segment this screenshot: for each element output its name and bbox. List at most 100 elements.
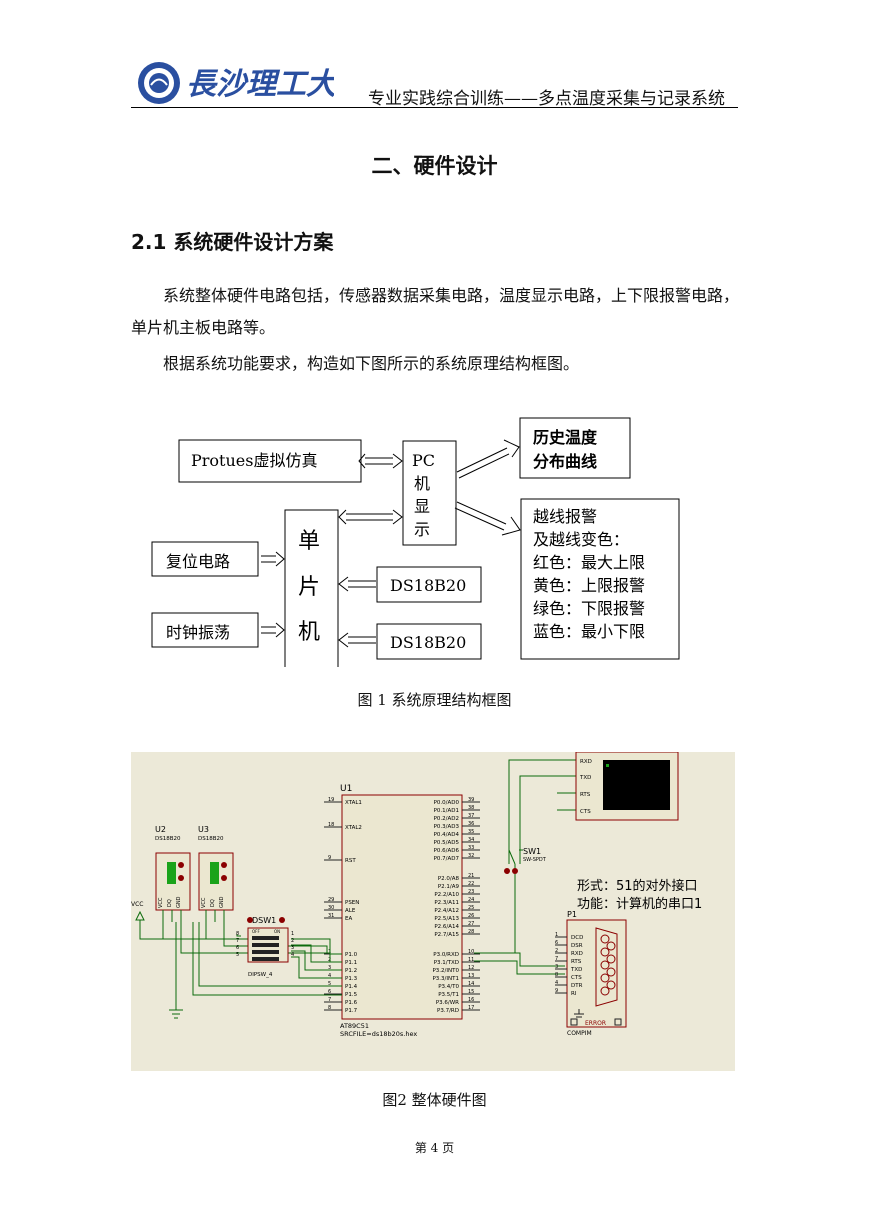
- u1-pin-name: XTAL1: [345, 800, 362, 806]
- u1-pin-name: P2.4/A12: [434, 908, 459, 914]
- u1-pin-num: 29: [328, 897, 334, 903]
- paragraph-1: 系统整体硬件电路包括，传感器数据采集电路，温度显示电路，上下限报警电路，单片机主…: [131, 286, 740, 337]
- u1-pin-name: P3.0/RXD: [433, 952, 459, 958]
- u1-pin-name: P2.7/A15: [434, 932, 459, 938]
- u3-part: DS18B20: [198, 836, 224, 842]
- arrow-mcu-pc: [338, 509, 403, 525]
- u1-pin-name: P3.6/WR: [436, 1000, 459, 1006]
- arrow-reset-mcu: [261, 551, 285, 567]
- u1-pin-num: 34: [468, 837, 474, 843]
- mcu-label-3: 机: [298, 620, 320, 645]
- protues-box: [178, 439, 362, 483]
- u1-pin-name: P2.5/A13: [434, 916, 459, 922]
- reset-box: [151, 541, 259, 577]
- terminal-rxd: RXD: [580, 759, 592, 765]
- dsw-pin-8: 8: [236, 931, 239, 937]
- u3-sensor: U3 DS18B20 VCC DQ GND: [198, 825, 234, 911]
- u1-pin-num: 9: [328, 855, 331, 861]
- u1-pin-num: 6: [328, 989, 331, 995]
- u1-pin-num: 16: [468, 997, 474, 1003]
- u1-pin-num: 22: [468, 881, 474, 887]
- com-pin-name: CTS: [571, 975, 582, 981]
- com-pin-num: 6: [555, 940, 558, 946]
- u1-pin-name: P0.6/AD6: [434, 848, 460, 854]
- dsw-pin-3: 3: [291, 945, 294, 951]
- com-pin-name: DSR: [571, 943, 583, 949]
- u1-pin-name: P1.7: [345, 1008, 358, 1014]
- dip-switch-dsw1: DSW1 OFF ON 8 7 6 5 1 2 3 4 DIPSW_4: [236, 916, 294, 978]
- ds-box-1: [376, 566, 482, 603]
- u2-pin-gnd: GND: [176, 896, 182, 908]
- u1-pin-name: P2.3/A11: [434, 900, 459, 906]
- u1-pin-num: 39: [468, 797, 474, 803]
- com-pin-name: RXD: [571, 951, 583, 957]
- u1-pin-name: P1.6: [345, 1000, 358, 1006]
- virtual-terminal: RXD TXD RTS CTS: [575, 751, 679, 821]
- u1-pin-name: P2.0/A8: [438, 876, 460, 882]
- mcu-label-2: 片: [298, 575, 320, 600]
- sw-label: SW1: [523, 847, 541, 856]
- u1-pin-num: 21: [468, 873, 474, 879]
- u1-pin-name: P3.7/RD: [437, 1008, 459, 1014]
- paragraph-2: 根据系统功能要求，构造如下图所示的系统原理结构框图。: [163, 354, 580, 373]
- u1-pin-num: 19: [328, 797, 334, 803]
- u1-pin-name: ALE: [345, 908, 356, 914]
- port-note-2: 功能：计算机的串口1: [577, 896, 702, 912]
- u1-pin-num: 5: [328, 981, 331, 987]
- com-pin-num: 1: [555, 932, 558, 938]
- dsw-pin-5: 5: [236, 952, 239, 958]
- u1-pin-name: XTAL2: [345, 825, 362, 831]
- u1-pin-num: 8: [328, 1005, 331, 1011]
- alarm-item-green: 绿色：下限报警: [533, 599, 645, 618]
- clock-box: [151, 612, 259, 648]
- u2-label: U2: [155, 825, 166, 834]
- block-diagram: Protues虚拟仿真 PC 机 显 示 单 片 机 复位电路 时钟振荡 DS1…: [151, 417, 680, 667]
- u1-pin-num: 10: [468, 949, 474, 955]
- u1-pin-num: 38: [468, 805, 474, 811]
- u1-pin-num: 30: [328, 905, 334, 911]
- u1-pin-name: P3.5/T1: [438, 992, 459, 998]
- dsw-part: DIPSW_4: [248, 972, 273, 978]
- u3-label: U3: [198, 825, 209, 834]
- pc-label-2: 机: [414, 474, 430, 493]
- switch-sw1: SW1 SW-SPDT: [504, 847, 547, 874]
- u1-pin-num: 14: [468, 981, 474, 987]
- u1-pin-num: 7: [328, 997, 331, 1003]
- u1-pin-num: 35: [468, 829, 474, 835]
- ds-box-2: [376, 623, 482, 660]
- p1-label: P1: [567, 910, 577, 919]
- figure2-caption: 图2 整体硬件图: [382, 1091, 487, 1109]
- u1-pin-name: RST: [345, 858, 356, 864]
- arrow-pc-alarm: [454, 501, 521, 536]
- com-pin-name: RTS: [571, 959, 582, 965]
- university-logo: 長沙理工大學: [138, 62, 334, 104]
- u1-pin-num: 11: [468, 957, 474, 963]
- u2-pin-dq: DQ: [167, 899, 173, 907]
- pc-label-3: 显: [414, 497, 430, 516]
- u1-pin-num: 15: [468, 989, 474, 995]
- ground-symbol: [169, 1002, 183, 1019]
- port-note-1: 形式：51的对外接口: [577, 878, 698, 894]
- u1-pin-num: 37: [468, 813, 474, 819]
- u1-label: U1: [340, 784, 352, 794]
- terminal-txd: TXD: [579, 775, 591, 781]
- u2-part: DS18B20: [155, 836, 181, 842]
- vcc-label: VCC: [131, 901, 143, 908]
- section-title: 2.1 系统硬件设计方案: [131, 230, 334, 254]
- history-box: [519, 417, 631, 479]
- u1-pin-name: P2.1/A9: [438, 884, 460, 890]
- u1-part: AT89C51: [340, 1022, 369, 1030]
- com-part: COMPIM: [567, 1030, 592, 1037]
- mcu-box: [284, 509, 339, 667]
- ds2-label: DS18B20: [390, 633, 466, 652]
- com-pin-num: 7: [555, 956, 558, 962]
- arrow-pc-history: [456, 439, 520, 479]
- com-pin-name: DTR: [571, 983, 583, 989]
- u1-pin-num: 27: [468, 921, 474, 927]
- u1-pin-num: 36: [468, 821, 474, 827]
- history-label-1: 历史温度: [533, 428, 598, 447]
- dsw-on: ON: [274, 929, 280, 934]
- u1-pin-num: 33: [468, 845, 474, 851]
